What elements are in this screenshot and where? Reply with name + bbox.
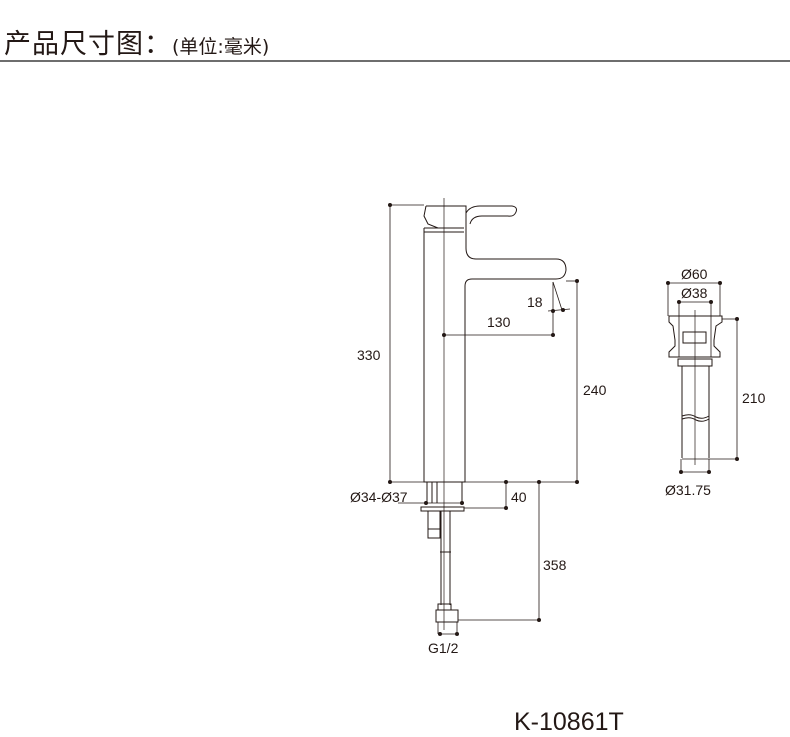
dim-shank-length: 40 [511,489,527,505]
page-header: 产品尺寸图：(单位:毫米) [4,22,269,61]
dim-cap-diameter: Ø60 [681,266,708,282]
dim-spout-angle: 18 [527,294,543,310]
faucet-outline [420,198,567,630]
page-title: 产品尺寸图： [4,29,172,60]
dim-spout-height: 240 [583,382,607,398]
header-divider [0,60,790,62]
unit-note: (单位:毫米) [172,36,270,58]
dim-drain-length: 210 [742,390,766,406]
drain-dimension-lines [667,282,738,473]
dim-spout-reach: 130 [487,314,511,330]
dim-tube-diameter: Ø31.75 [665,482,711,498]
dimension-dots [388,203,739,636]
model-number: K-10861T [514,708,624,736]
dim-inner-diameter: Ø38 [681,285,708,301]
dim-base-diameter: Ø34-Ø37 [350,489,408,505]
drain-outline [668,310,723,465]
dim-hose-length: 358 [543,557,567,573]
dim-height-total: 330 [357,347,381,363]
faucet-dimension-lines [389,204,578,635]
dim-connector: G1/2 [428,640,459,656]
